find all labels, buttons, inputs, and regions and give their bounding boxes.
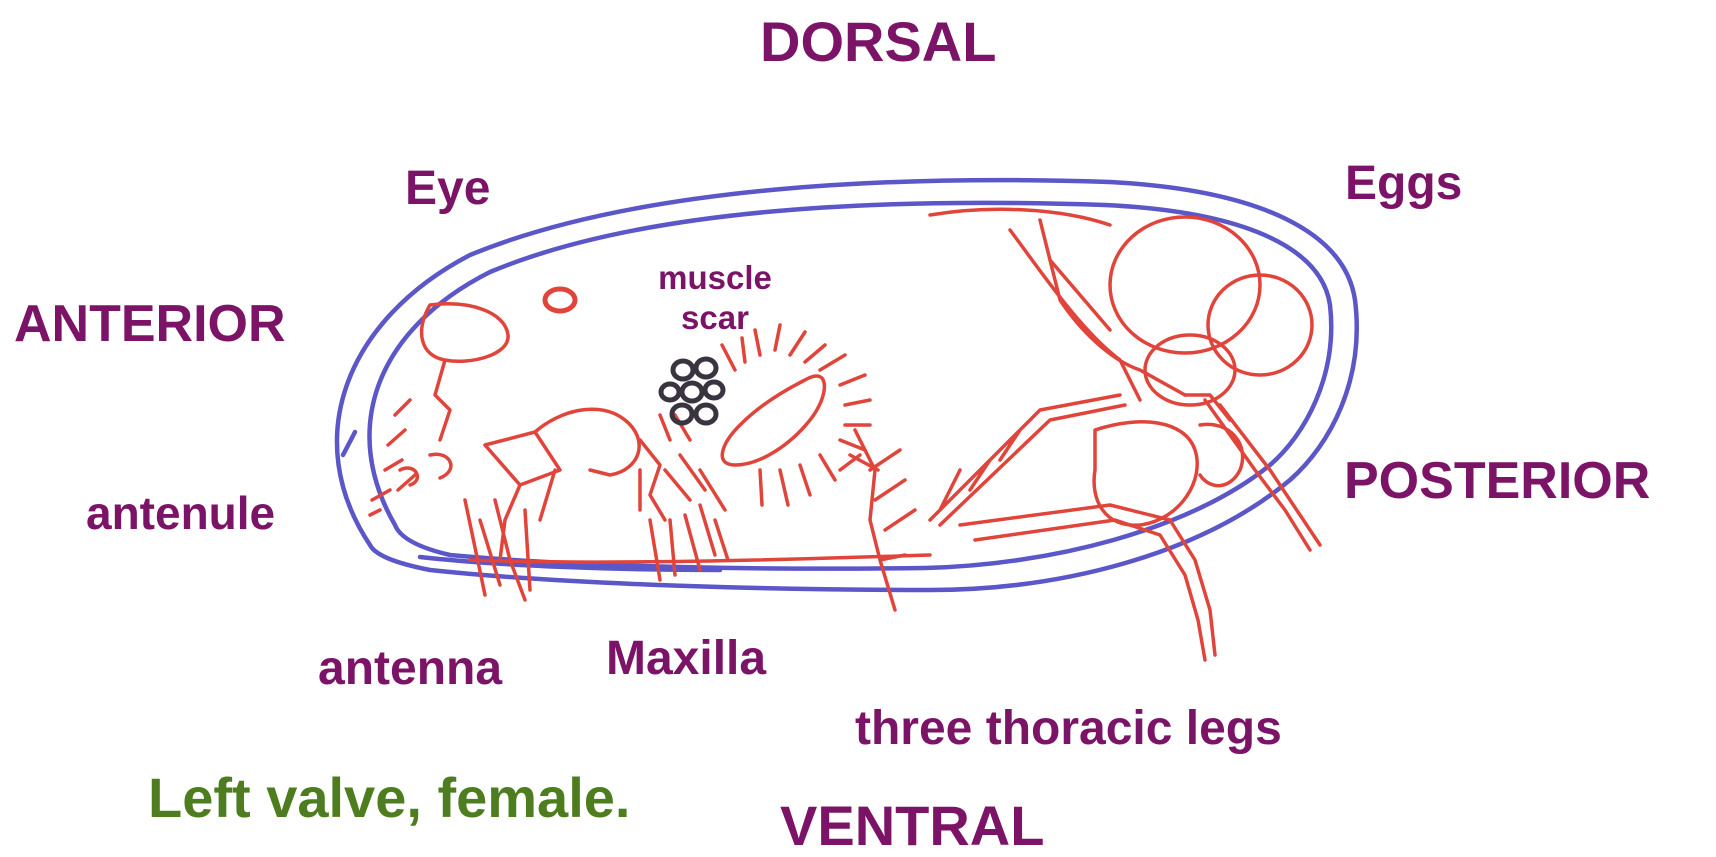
muscle-scar-spot — [661, 384, 679, 400]
muscle-scar-cluster — [661, 359, 723, 423]
antenna-structure — [465, 409, 639, 600]
label-antenna: antenna — [318, 645, 502, 693]
eye-spot — [545, 289, 575, 311]
muscle-scar-spot — [673, 361, 693, 379]
thoracic-leg-3 — [960, 505, 1215, 660]
shell-hinge-mark — [343, 432, 355, 455]
label-maxilla: Maxilla — [606, 635, 766, 683]
label-anterior: ANTERIOR — [14, 298, 286, 350]
label-thoracic-legs: three thoracic legs — [855, 705, 1282, 753]
shell-inner-outline — [369, 203, 1331, 569]
label-muscle-scar: muscle scar — [650, 258, 780, 337]
shell-outer-outline — [337, 180, 1357, 590]
caption: Left valve, female. — [148, 770, 630, 826]
carapace-shell — [337, 180, 1357, 590]
posterior-body — [1094, 395, 1320, 550]
label-eggs: Eggs — [1345, 160, 1462, 208]
muscle-scar-spot — [696, 359, 716, 377]
egg — [1110, 217, 1260, 353]
label-posterior: POSTERIOR — [1344, 455, 1650, 507]
label-antenule: antenule — [86, 490, 275, 536]
eggs-cluster — [930, 209, 1312, 405]
muscle-scar-spot — [705, 382, 723, 398]
antenule-structure — [370, 304, 508, 515]
label-ventral: VENTRAL — [780, 798, 1044, 854]
muscle-scar-spot — [682, 383, 702, 401]
mandible-setae — [722, 325, 878, 505]
label-eye: Eye — [405, 165, 490, 213]
animal-body — [370, 209, 1320, 660]
ventral-body-line — [470, 555, 930, 562]
muscle-scar-spot — [696, 405, 716, 423]
mandible-lobe — [722, 376, 824, 465]
maxilla-structure — [640, 415, 728, 580]
label-dorsal: DORSAL — [760, 14, 996, 70]
